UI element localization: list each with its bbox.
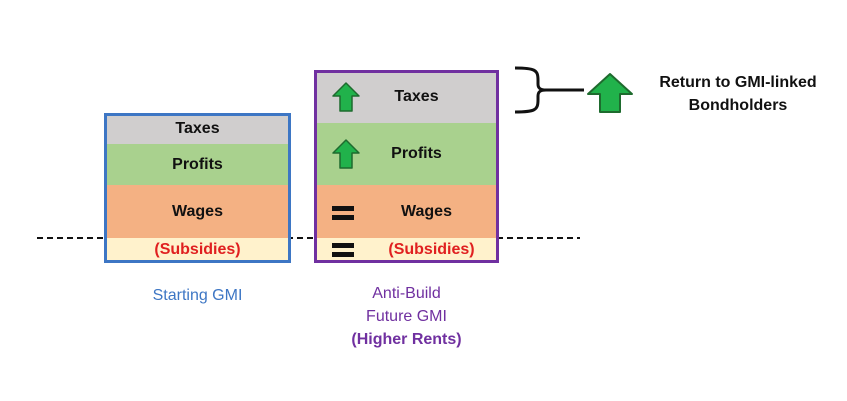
bondholders-note-line1: Return to GMI-linked bbox=[659, 74, 817, 91]
equals-icon bbox=[332, 243, 354, 257]
up-arrow-icon bbox=[332, 82, 360, 112]
up-arrow-icon bbox=[587, 73, 633, 113]
future-caption-line2: Future GMI bbox=[366, 308, 447, 325]
starting-gmi-caption: Starting GMI bbox=[152, 287, 243, 304]
starting-subsidies-segment: (Subsidies) bbox=[105, 238, 290, 262]
starting-taxes-label: Taxes bbox=[175, 120, 220, 137]
bondholders-note-line2: Bondholders bbox=[688, 97, 788, 114]
bondholders-note: Return to GMI-linked Bondholders bbox=[638, 71, 838, 117]
future-subsidies-label: (Subsidies) bbox=[388, 241, 475, 258]
starting-profits-label: Profits bbox=[172, 155, 223, 173]
starting-taxes-segment: Taxes bbox=[105, 114, 290, 144]
future-taxes-label: Taxes bbox=[394, 88, 439, 105]
starting-profits-segment: Profits bbox=[105, 144, 290, 185]
future-gmi-border bbox=[314, 70, 499, 263]
starting-gmi-border bbox=[104, 113, 291, 263]
starting-wages-segment: Wages bbox=[105, 185, 290, 238]
future-subsidies-segment: (Subsidies) bbox=[315, 238, 498, 262]
future-gmi-caption: Anti-Build Future GMI (Higher Rents) bbox=[315, 282, 498, 351]
future-profits-label: Profits bbox=[391, 145, 442, 162]
future-wages-label: Wages bbox=[401, 202, 452, 220]
starting-wages-label: Wages bbox=[172, 202, 223, 220]
future-caption-line3: (Higher Rents) bbox=[351, 331, 462, 348]
curly-brace bbox=[514, 66, 584, 114]
future-caption-line1: Anti-Build bbox=[372, 285, 441, 302]
starting-subsidies-label: (Subsidies) bbox=[154, 241, 241, 258]
starting-gmi-stack: Taxes Profits Wages (Subsidies) bbox=[105, 114, 290, 262]
future-wages-segment: Wages bbox=[315, 185, 498, 238]
equals-icon bbox=[332, 206, 354, 220]
up-arrow-icon bbox=[332, 139, 360, 169]
